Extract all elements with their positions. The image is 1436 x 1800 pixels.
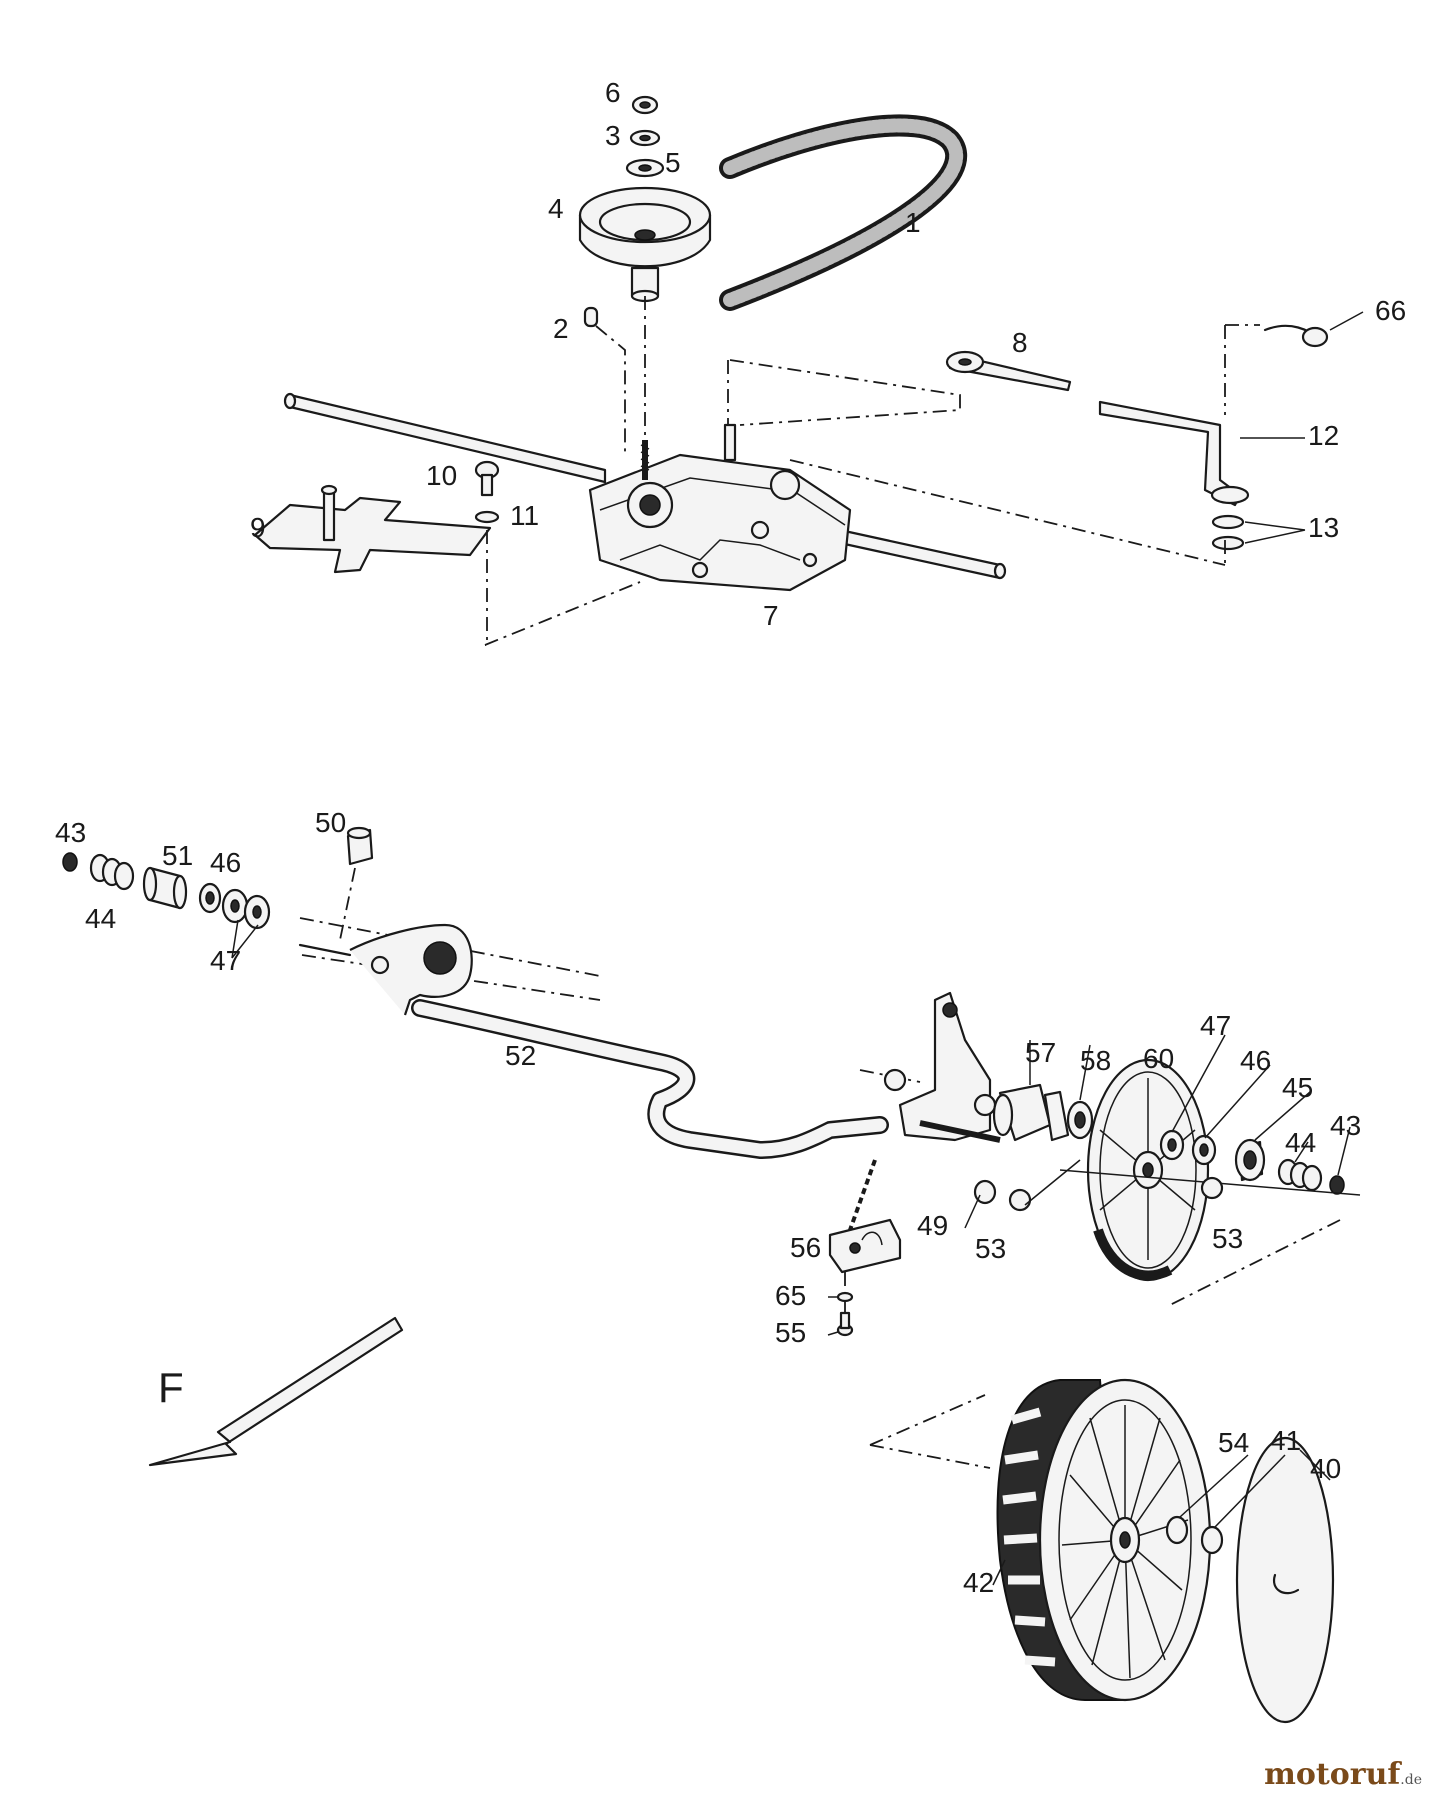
part-labels: 6 3 5 4 1 2 8 66 12 10 11 9 13 7 43 44 5… bbox=[55, 77, 1406, 1598]
label-7: 7 bbox=[763, 600, 779, 631]
label-56: 56 bbox=[790, 1232, 821, 1263]
label-1: 1 bbox=[905, 207, 921, 238]
shift-lever bbox=[945, 350, 1072, 392]
label-52: 52 bbox=[505, 1040, 536, 1071]
label-51: 51 bbox=[162, 840, 193, 871]
label-43-right: 43 bbox=[1330, 1110, 1361, 1141]
label-44-left: 44 bbox=[85, 903, 116, 934]
label-46-left: 46 bbox=[210, 847, 241, 878]
wheel-nut bbox=[1200, 1525, 1224, 1555]
clamp-screw bbox=[836, 1311, 854, 1337]
label-54: 54 bbox=[1218, 1427, 1249, 1458]
label-9: 9 bbox=[250, 512, 266, 543]
label-46-right: 46 bbox=[1240, 1045, 1271, 1076]
label-65: 65 bbox=[775, 1280, 806, 1311]
woodruff-key bbox=[583, 306, 599, 328]
drive-pinion bbox=[992, 1083, 1094, 1142]
label-50: 50 bbox=[315, 807, 346, 838]
lever-washer-lower bbox=[1211, 535, 1245, 551]
watermark-logo: motoruf.de bbox=[1264, 1757, 1422, 1792]
label-47-right: 47 bbox=[1200, 1010, 1231, 1041]
bearing-washer bbox=[973, 1179, 997, 1205]
label-10: 10 bbox=[426, 460, 457, 491]
rear-axle bbox=[298, 917, 889, 1159]
label-4: 4 bbox=[548, 193, 564, 224]
direction-label: F bbox=[158, 1364, 184, 1411]
label-42: 42 bbox=[963, 1567, 994, 1598]
label-11: 11 bbox=[510, 500, 539, 531]
watermark-name: motoruf bbox=[1264, 1757, 1401, 1792]
leader-lines bbox=[231, 311, 1364, 1586]
label-6: 6 bbox=[605, 77, 621, 108]
label-40: 40 bbox=[1310, 1453, 1341, 1484]
label-41: 41 bbox=[1270, 1425, 1301, 1456]
label-53-left: 53 bbox=[975, 1233, 1006, 1264]
axle-clamp bbox=[828, 1218, 902, 1274]
hub-cap bbox=[1235, 1436, 1335, 1724]
bushing bbox=[346, 826, 374, 866]
label-43-left: 43 bbox=[55, 817, 86, 848]
bolt bbox=[474, 460, 500, 497]
gearbox bbox=[588, 423, 852, 592]
label-8: 8 bbox=[1012, 327, 1028, 358]
label-49: 49 bbox=[917, 1210, 948, 1241]
right-axle-bracket bbox=[859, 991, 1001, 1143]
v-belt bbox=[719, 114, 968, 311]
label-3: 3 bbox=[605, 120, 621, 151]
watermark-suffix: .de bbox=[1400, 1772, 1422, 1788]
pulley-nut bbox=[631, 95, 659, 115]
axle-washer-left bbox=[1008, 1188, 1032, 1212]
spring-clip bbox=[1263, 324, 1329, 348]
flat-washer bbox=[625, 158, 665, 178]
label-45: 45 bbox=[1282, 1072, 1313, 1103]
label-66: 66 bbox=[1375, 295, 1406, 326]
rear-wheel bbox=[996, 1378, 1212, 1702]
label-2: 2 bbox=[553, 313, 569, 344]
control-lever bbox=[1098, 400, 1250, 507]
bolt-washer bbox=[474, 510, 500, 524]
label-5: 5 bbox=[665, 147, 681, 178]
label-53-right: 53 bbox=[1212, 1223, 1243, 1254]
direction-arrow bbox=[148, 1316, 404, 1467]
label-13: 13 bbox=[1308, 512, 1339, 543]
mounting-plate bbox=[253, 484, 492, 574]
drive-pulley bbox=[578, 186, 712, 303]
axle-washer-right bbox=[1200, 1176, 1224, 1200]
clamp-washer bbox=[836, 1291, 854, 1303]
label-55: 55 bbox=[775, 1317, 806, 1348]
spring-washer bbox=[629, 129, 661, 147]
right-hub-stack bbox=[1059, 1129, 1361, 1196]
gear-wheel bbox=[1086, 1058, 1210, 1282]
left-hub-stack bbox=[62, 852, 271, 930]
label-60: 60 bbox=[1143, 1043, 1174, 1074]
drive-axle bbox=[283, 392, 1007, 580]
label-12: 12 bbox=[1308, 420, 1339, 451]
label-47-left: 47 bbox=[210, 945, 241, 976]
wheel-washer bbox=[1165, 1515, 1189, 1545]
lever-washer-upper bbox=[1211, 514, 1245, 530]
